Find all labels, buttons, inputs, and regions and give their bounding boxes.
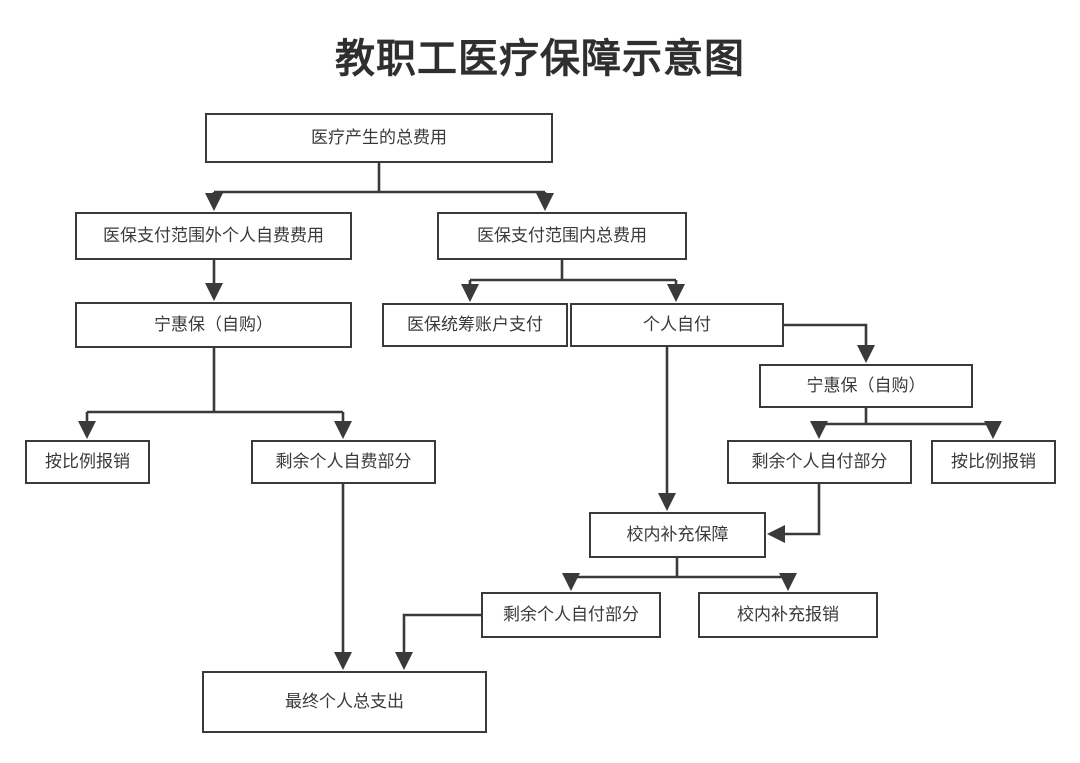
edge-n13-n15 [394,613,481,671]
node-campus-supplementary-coverage[interactable]: 校内补充保障 [589,512,766,558]
node-final-personal-total-expense[interactable]: 最终个人总支出 [202,671,487,733]
page-title: 教职工医疗保障示意图 [335,36,745,82]
node-remaining-selfpay-expense[interactable]: 剩余个人自费部分 [251,440,436,484]
node-inside-coverage-total[interactable]: 医保支付范围内总费用 [437,212,687,260]
node-pooled-account-payment[interactable]: 医保统筹账户支付 [382,303,568,347]
node-personal-copay[interactable]: 个人自付 [570,303,784,347]
node-ninghuibao-left[interactable]: 宁惠保（自购） [75,302,352,348]
node-remaining-personal-copay-lower[interactable]: 剩余个人自付部分 [481,592,661,638]
edge-n10-n12 [766,484,821,544]
node-campus-supplementary-reimbursement[interactable]: 校内补充报销 [698,592,878,638]
node-total-medical-cost[interactable]: 医疗产生的总费用 [205,113,553,163]
node-proportional-reimbursement-left[interactable]: 按比例报销 [25,440,150,484]
node-proportional-reimbursement-right[interactable]: 按比例报销 [931,440,1056,484]
node-remaining-personal-copay-upper[interactable]: 剩余个人自付部分 [727,440,912,484]
node-ninghuibao-right[interactable]: 宁惠保（自购） [759,364,973,408]
node-outside-coverage-selfpay[interactable]: 医保支付范围外个人自费费用 [75,212,352,260]
edge-n6-n7 [784,323,876,364]
